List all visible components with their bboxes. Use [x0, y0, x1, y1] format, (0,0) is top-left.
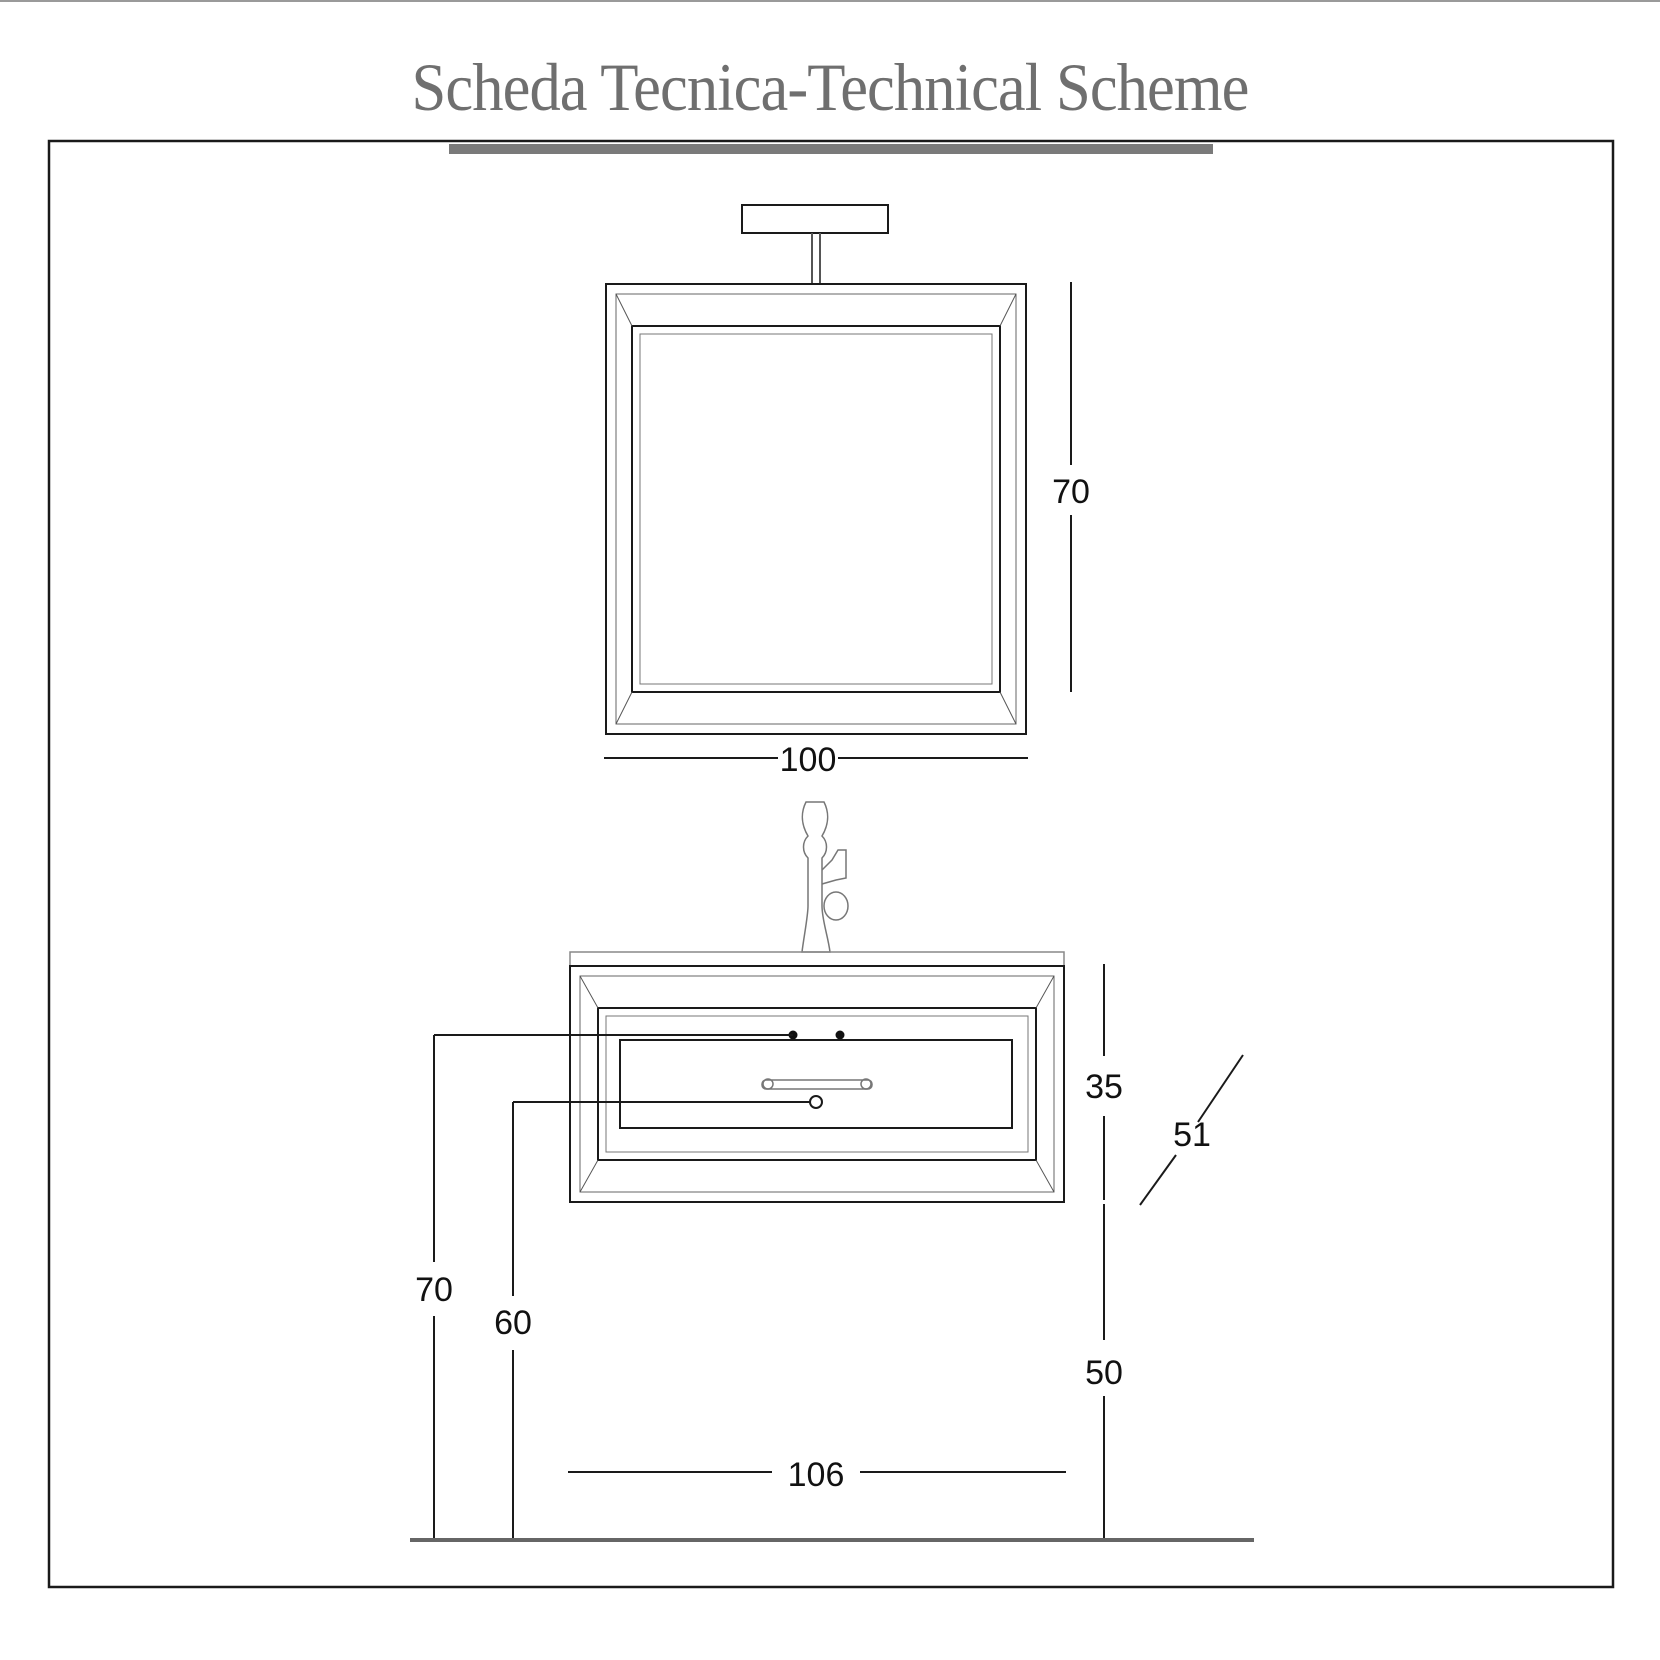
dim-cabinet-depth: 51	[1139, 1054, 1244, 1206]
dim-label-cabinet-height: 35	[1085, 1068, 1123, 1106]
lamp-icon	[741, 204, 889, 284]
drawing-frame	[47, 139, 1615, 1589]
dim-cabinet-height: 35	[1085, 964, 1123, 1200]
drawer-handle-icon	[761, 1078, 873, 1090]
dim-mirror-height: 70	[1052, 282, 1090, 692]
dim-floor-to-top: 70	[415, 1034, 793, 1540]
dim-label-mirror-width: 100	[780, 741, 837, 779]
dim-floor-to-drain: 60	[494, 1101, 810, 1540]
cabinet	[569, 951, 1065, 1203]
dim-cabinet-width: 106	[568, 1456, 1066, 1494]
page-title: Scheda Tecnica-Technical Scheme	[411, 49, 1250, 125]
dim-label-floor-to-top: 70	[415, 1271, 453, 1309]
title-underline	[449, 144, 1213, 154]
dim-label-mirror-height: 70	[1052, 473, 1090, 511]
top-rule	[0, 0, 1660, 2]
dim-label-cabinet-width: 106	[788, 1456, 845, 1494]
pipe-hole-icon	[835, 1030, 845, 1040]
drain-icon	[809, 1095, 823, 1109]
dim-label-cabinet-depth: 51	[1173, 1116, 1211, 1154]
dim-mirror-width: 100	[604, 741, 1028, 779]
dim-floor-to-cabinet-bottom: 50	[1085, 1204, 1123, 1540]
faucet-icon	[801, 801, 849, 953]
dim-label-floor-to-drain: 60	[494, 1304, 532, 1342]
mirror	[605, 283, 1027, 735]
dim-label-floor-to-cabinet-bottom: 50	[1085, 1354, 1123, 1392]
